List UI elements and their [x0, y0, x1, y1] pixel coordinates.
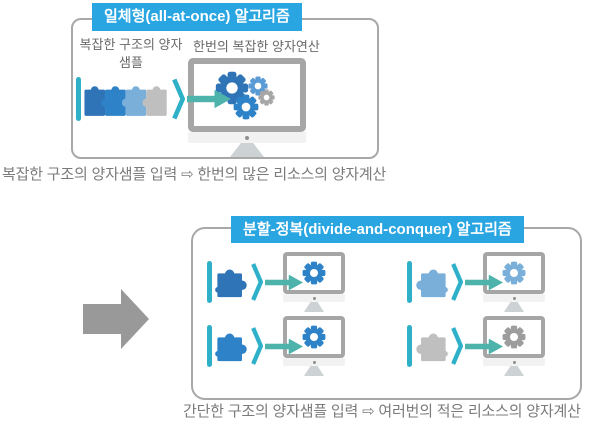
all-at-once-title: 일체형(all-at-once) 알고리즘 [92, 3, 302, 31]
ket-bar-icon [207, 325, 212, 367]
flow-arrow-icon [265, 338, 303, 354]
monitor-frame [188, 58, 306, 132]
ket-bracket-icon [451, 324, 463, 368]
mini-diagram-top-left [207, 250, 345, 314]
puzzle-piece-icon [215, 333, 247, 361]
ket-bar-icon [407, 261, 412, 303]
puzzle-chain-icon [84, 86, 167, 116]
gear-icon [502, 261, 526, 285]
complex-quantum-sample-ket [76, 75, 231, 123]
ket-bar-icon [76, 77, 81, 121]
monitor-stand [230, 143, 264, 157]
puzzle-piece-icon [416, 333, 448, 361]
monitor-dot [245, 135, 249, 140]
ket-bracket-icon [251, 260, 263, 304]
ket-bar-icon [207, 261, 212, 303]
mini-diagram-top-right [407, 250, 545, 314]
ket-bracket-icon [251, 324, 263, 368]
flow-arrow-icon [265, 274, 303, 290]
puzzle-piece-icon [215, 269, 247, 297]
mini-diagram-bottom-right [407, 314, 545, 378]
flow-arrow-icon [187, 89, 231, 109]
gear-icon [302, 261, 326, 285]
complex-operation-label: 한번의 복잡한 양자연산 [193, 39, 320, 54]
complex-sample-label: 복잡한 구조의 양자샘플 [79, 37, 183, 71]
mini-diagram-bottom-left [207, 314, 345, 378]
divide-and-conquer-caption: 간단한 구조의 양자샘플 입력 ⇨ 여러번의 적은 리소스의 양자계산 [183, 403, 581, 420]
gear-icon [502, 325, 526, 349]
monitor-icon [188, 58, 306, 157]
ket-bar-icon [407, 325, 412, 367]
divide-and-conquer-title: 분할-정복(divide-and-conquer) 알고리즘 [231, 216, 524, 243]
big-arrow-icon [83, 289, 149, 349]
puzzle-piece-icon [416, 269, 448, 297]
monitor-chin [188, 132, 306, 143]
flow-arrow-icon [465, 338, 503, 354]
gear-icon [302, 325, 326, 349]
flow-arrow-icon [465, 274, 503, 290]
ket-bracket-icon [451, 260, 463, 304]
ket-bracket-icon [172, 76, 185, 122]
monitor-screen [194, 64, 300, 126]
all-at-once-caption: 복잡한 구조의 양자샘플 입력 ⇨ 한번의 많은 리소스의 양자계산 [2, 166, 387, 183]
